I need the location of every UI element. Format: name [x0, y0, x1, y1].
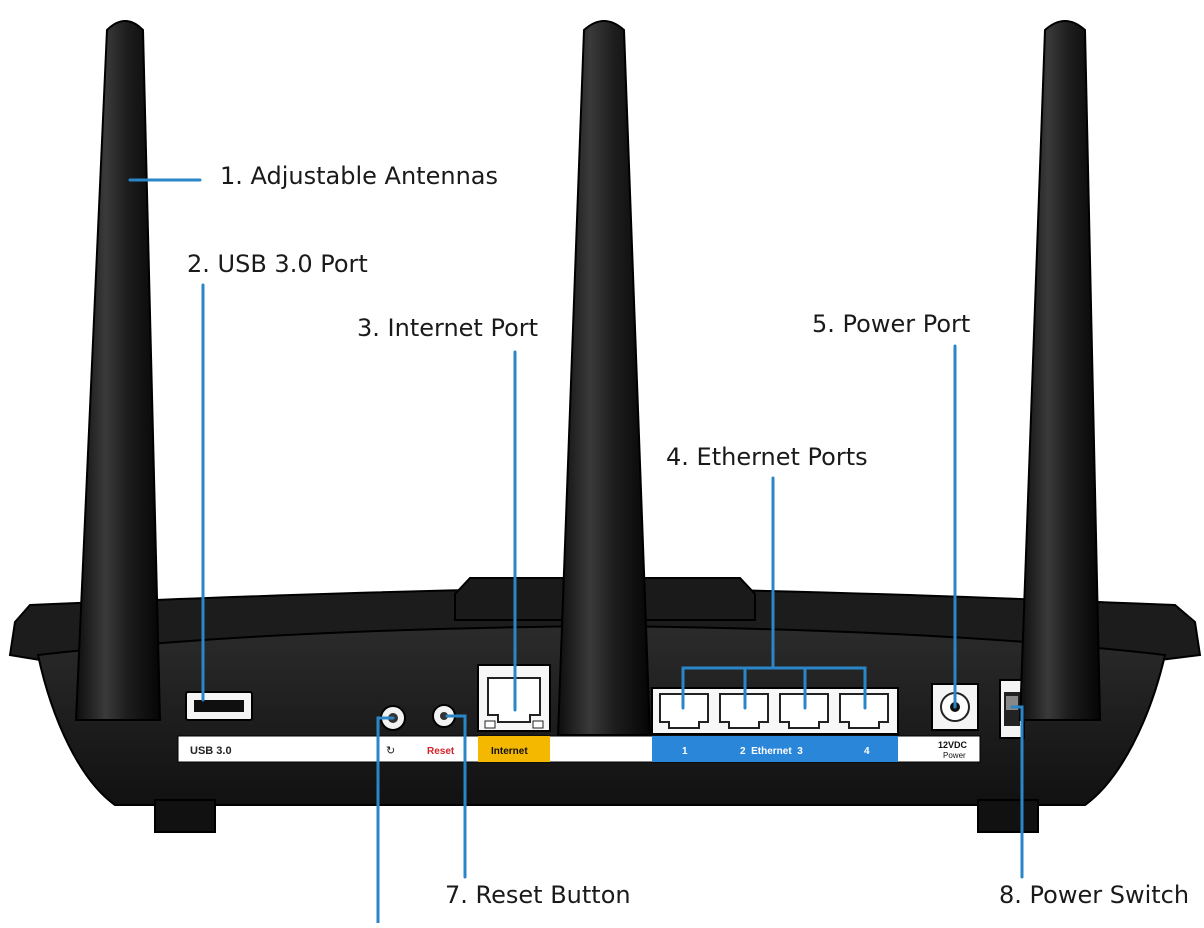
panel-label-power-volts: 12VDC [938, 740, 968, 750]
callout-line-reset [445, 714, 467, 879]
panel-label-eth-1: 1 [682, 746, 688, 757]
callout-line-wps [376, 716, 395, 925]
panel-label-usb: USB 3.0 [190, 745, 232, 757]
callout-lines [128, 178, 1024, 925]
callout-antennas: 1. Adjustable Antennas [220, 162, 498, 190]
ethernet-ports [651, 687, 899, 735]
ethernet-label-bg [652, 736, 898, 762]
router-foot-left [154, 799, 216, 833]
callout-usb-port: 2. USB 3.0 Port [187, 250, 368, 278]
antenna-left [74, 20, 162, 721]
panel-label-eth-4: 4 [864, 746, 870, 757]
antenna-center [556, 20, 652, 736]
callout-internet-port: 3. Internet Port [357, 314, 539, 342]
callout-power-port: 5. Power Port [812, 310, 971, 338]
callout-ethernet-ports: 4. Ethernet Ports [666, 443, 868, 471]
callout-power-switch: 8. Power Switch [999, 881, 1190, 909]
callout-line-power-switch [1010, 705, 1024, 879]
antenna-right [1018, 20, 1102, 721]
wps-icon: ↻ [386, 744, 395, 757]
panel-label-reset: Reset [427, 746, 455, 757]
panel-label-power-word: Power [943, 751, 966, 760]
router-foot-right [977, 799, 1039, 833]
internet-label-bg [478, 736, 550, 762]
panel-label-internet: Internet [491, 746, 528, 757]
callout-reset-button: 7. Reset Button [445, 881, 631, 909]
panel-label-eth-2-3: 2 Ethernet 3 [740, 746, 803, 757]
